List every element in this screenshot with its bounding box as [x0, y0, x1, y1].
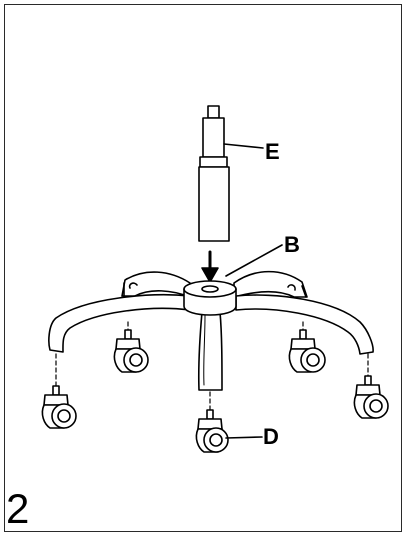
base-leg-front-right — [235, 294, 374, 355]
insertion-arrow — [201, 250, 219, 283]
base-leg-back-left — [121, 271, 191, 298]
step-number: 2 — [6, 485, 30, 532]
label-e-leader — [223, 143, 264, 149]
caster-left — [41, 385, 77, 429]
gas-cylinder-collar — [199, 156, 228, 168]
base-leg-front-left — [48, 294, 191, 353]
caster-front — [195, 409, 229, 453]
label-b-leader — [225, 244, 283, 277]
gas-cylinder-body — [198, 166, 230, 242]
gas-cylinder-upper — [202, 117, 225, 158]
caster-right — [353, 375, 389, 419]
base-hub-socket — [201, 285, 219, 293]
caster-alignment-lines — [55, 321, 369, 411]
gas-cylinder-pin — [207, 105, 220, 119]
caster-back-left — [113, 329, 149, 373]
caster-back-right — [288, 329, 326, 373]
part-label-b: B — [284, 232, 300, 257]
five-star-base — [48, 270, 374, 391]
gas-cylinder — [198, 105, 230, 242]
base-leg-front — [197, 311, 223, 391]
base-leg-back-right — [233, 270, 308, 298]
part-label-e: E — [265, 139, 280, 164]
part-label-d: D — [263, 424, 279, 449]
label-d-leader — [225, 436, 263, 439]
